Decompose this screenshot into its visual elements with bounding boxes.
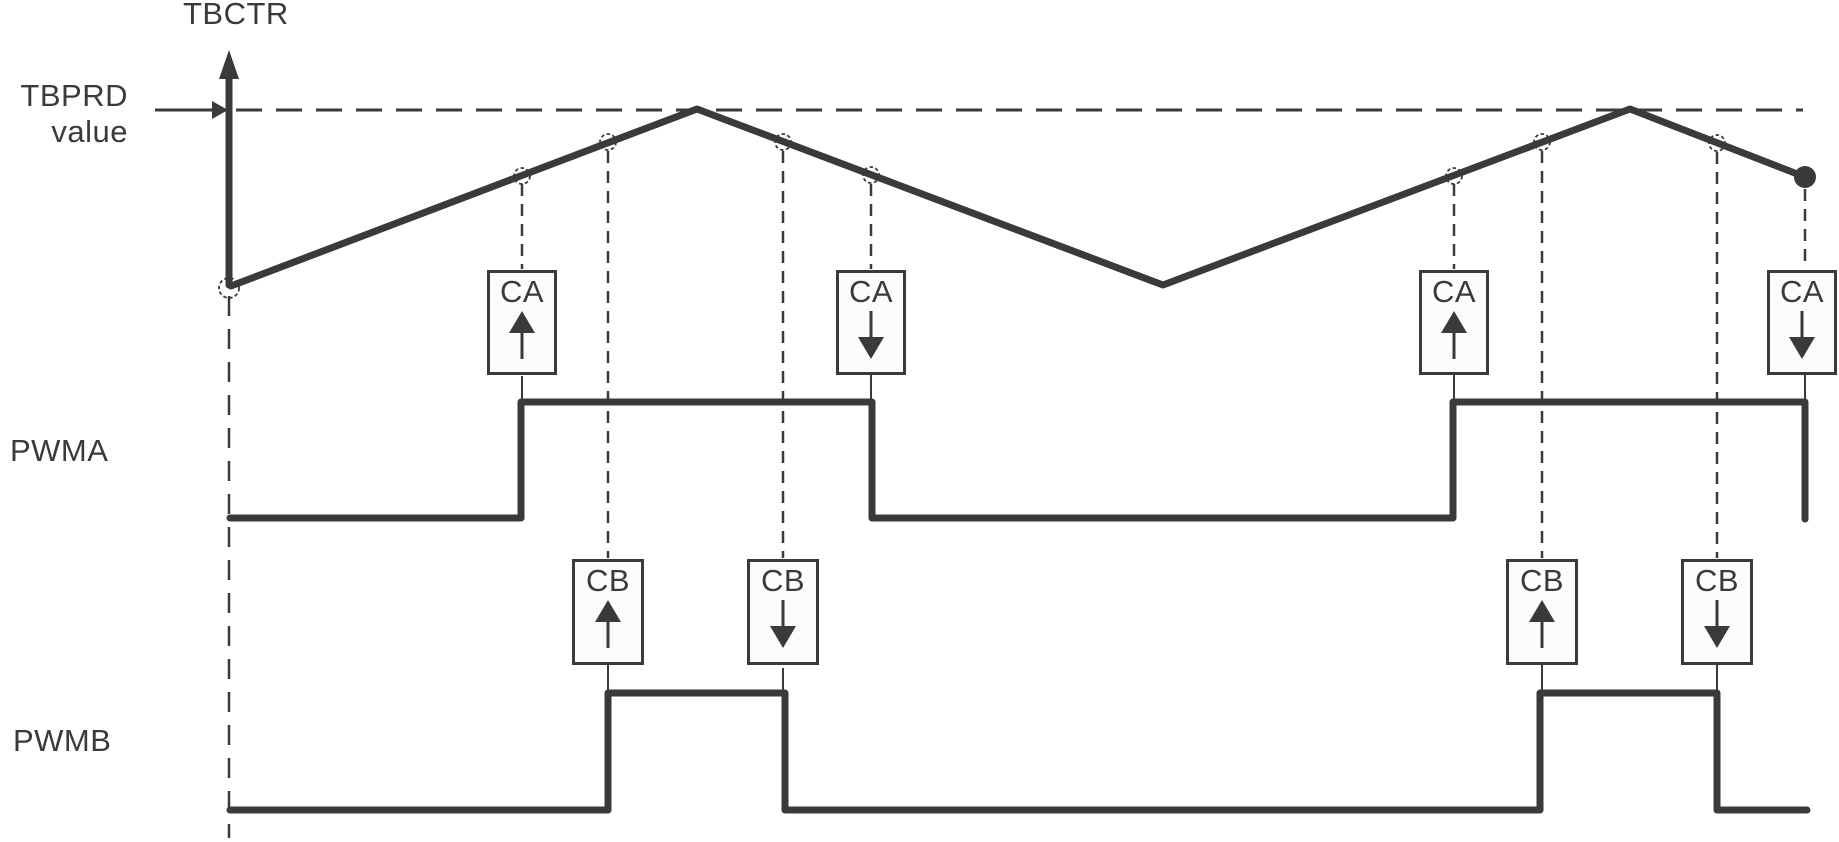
pwmb-waveform bbox=[226, 689, 1811, 814]
event-box-cb-down-1: CB bbox=[747, 559, 819, 665]
event-box-ca-down-2: CA bbox=[1767, 270, 1837, 375]
ca-down-1-marker bbox=[862, 166, 880, 184]
event-label: CB bbox=[1519, 563, 1565, 598]
counter-axis-title: TBCTR bbox=[183, 0, 289, 31]
arrow-up-icon bbox=[1441, 311, 1467, 359]
tbctr-counter-waveform bbox=[227, 105, 1809, 290]
arrow-down-icon bbox=[1789, 311, 1815, 359]
tbprd-pointer-arrow-icon bbox=[212, 101, 228, 119]
cb-down-1-marker bbox=[774, 133, 792, 151]
arrow-down-icon bbox=[770, 600, 796, 648]
tbprd-value-label-line2: value bbox=[51, 114, 128, 150]
ca-up-2-marker bbox=[1445, 167, 1463, 185]
event-box-ca-up-2: CA bbox=[1419, 270, 1489, 375]
counter-end-dot bbox=[1794, 166, 1816, 188]
event-label: CB bbox=[585, 563, 631, 598]
event-box-cb-up-1: CB bbox=[572, 559, 644, 665]
arrow-up-icon bbox=[595, 600, 621, 648]
pwma-waveform bbox=[226, 398, 1809, 523]
arrow-down-icon bbox=[858, 311, 884, 359]
pwma-signal-label: PWMA bbox=[10, 433, 109, 468]
ca-up-1-marker bbox=[513, 167, 531, 185]
pwmb-signal-label: PWMB bbox=[13, 723, 112, 758]
event-box-ca-up-1: CA bbox=[487, 270, 557, 375]
event-label: CB bbox=[1694, 563, 1740, 598]
event-label: CA bbox=[1779, 274, 1825, 309]
cb-down-2-marker bbox=[1708, 134, 1726, 152]
event-label: CA bbox=[848, 274, 894, 309]
event-label: CA bbox=[499, 274, 545, 309]
arrow-up-icon bbox=[509, 311, 535, 359]
tbprd-value-label-line1: TBPRD bbox=[20, 78, 128, 113]
y-axis-arrow-icon bbox=[219, 50, 239, 79]
arrow-up-icon bbox=[1529, 600, 1555, 648]
counter-start-marker bbox=[218, 277, 240, 299]
event-box-cb-down-2: CB bbox=[1681, 559, 1753, 665]
cb-up-1-marker bbox=[599, 133, 617, 151]
event-box-cb-up-2: CB bbox=[1506, 559, 1578, 665]
cb-up-2-marker bbox=[1533, 133, 1551, 151]
event-label: CB bbox=[760, 563, 806, 598]
arrow-down-icon bbox=[1704, 600, 1730, 648]
event-label: CA bbox=[1431, 274, 1477, 309]
event-box-ca-down-1: CA bbox=[836, 270, 906, 375]
